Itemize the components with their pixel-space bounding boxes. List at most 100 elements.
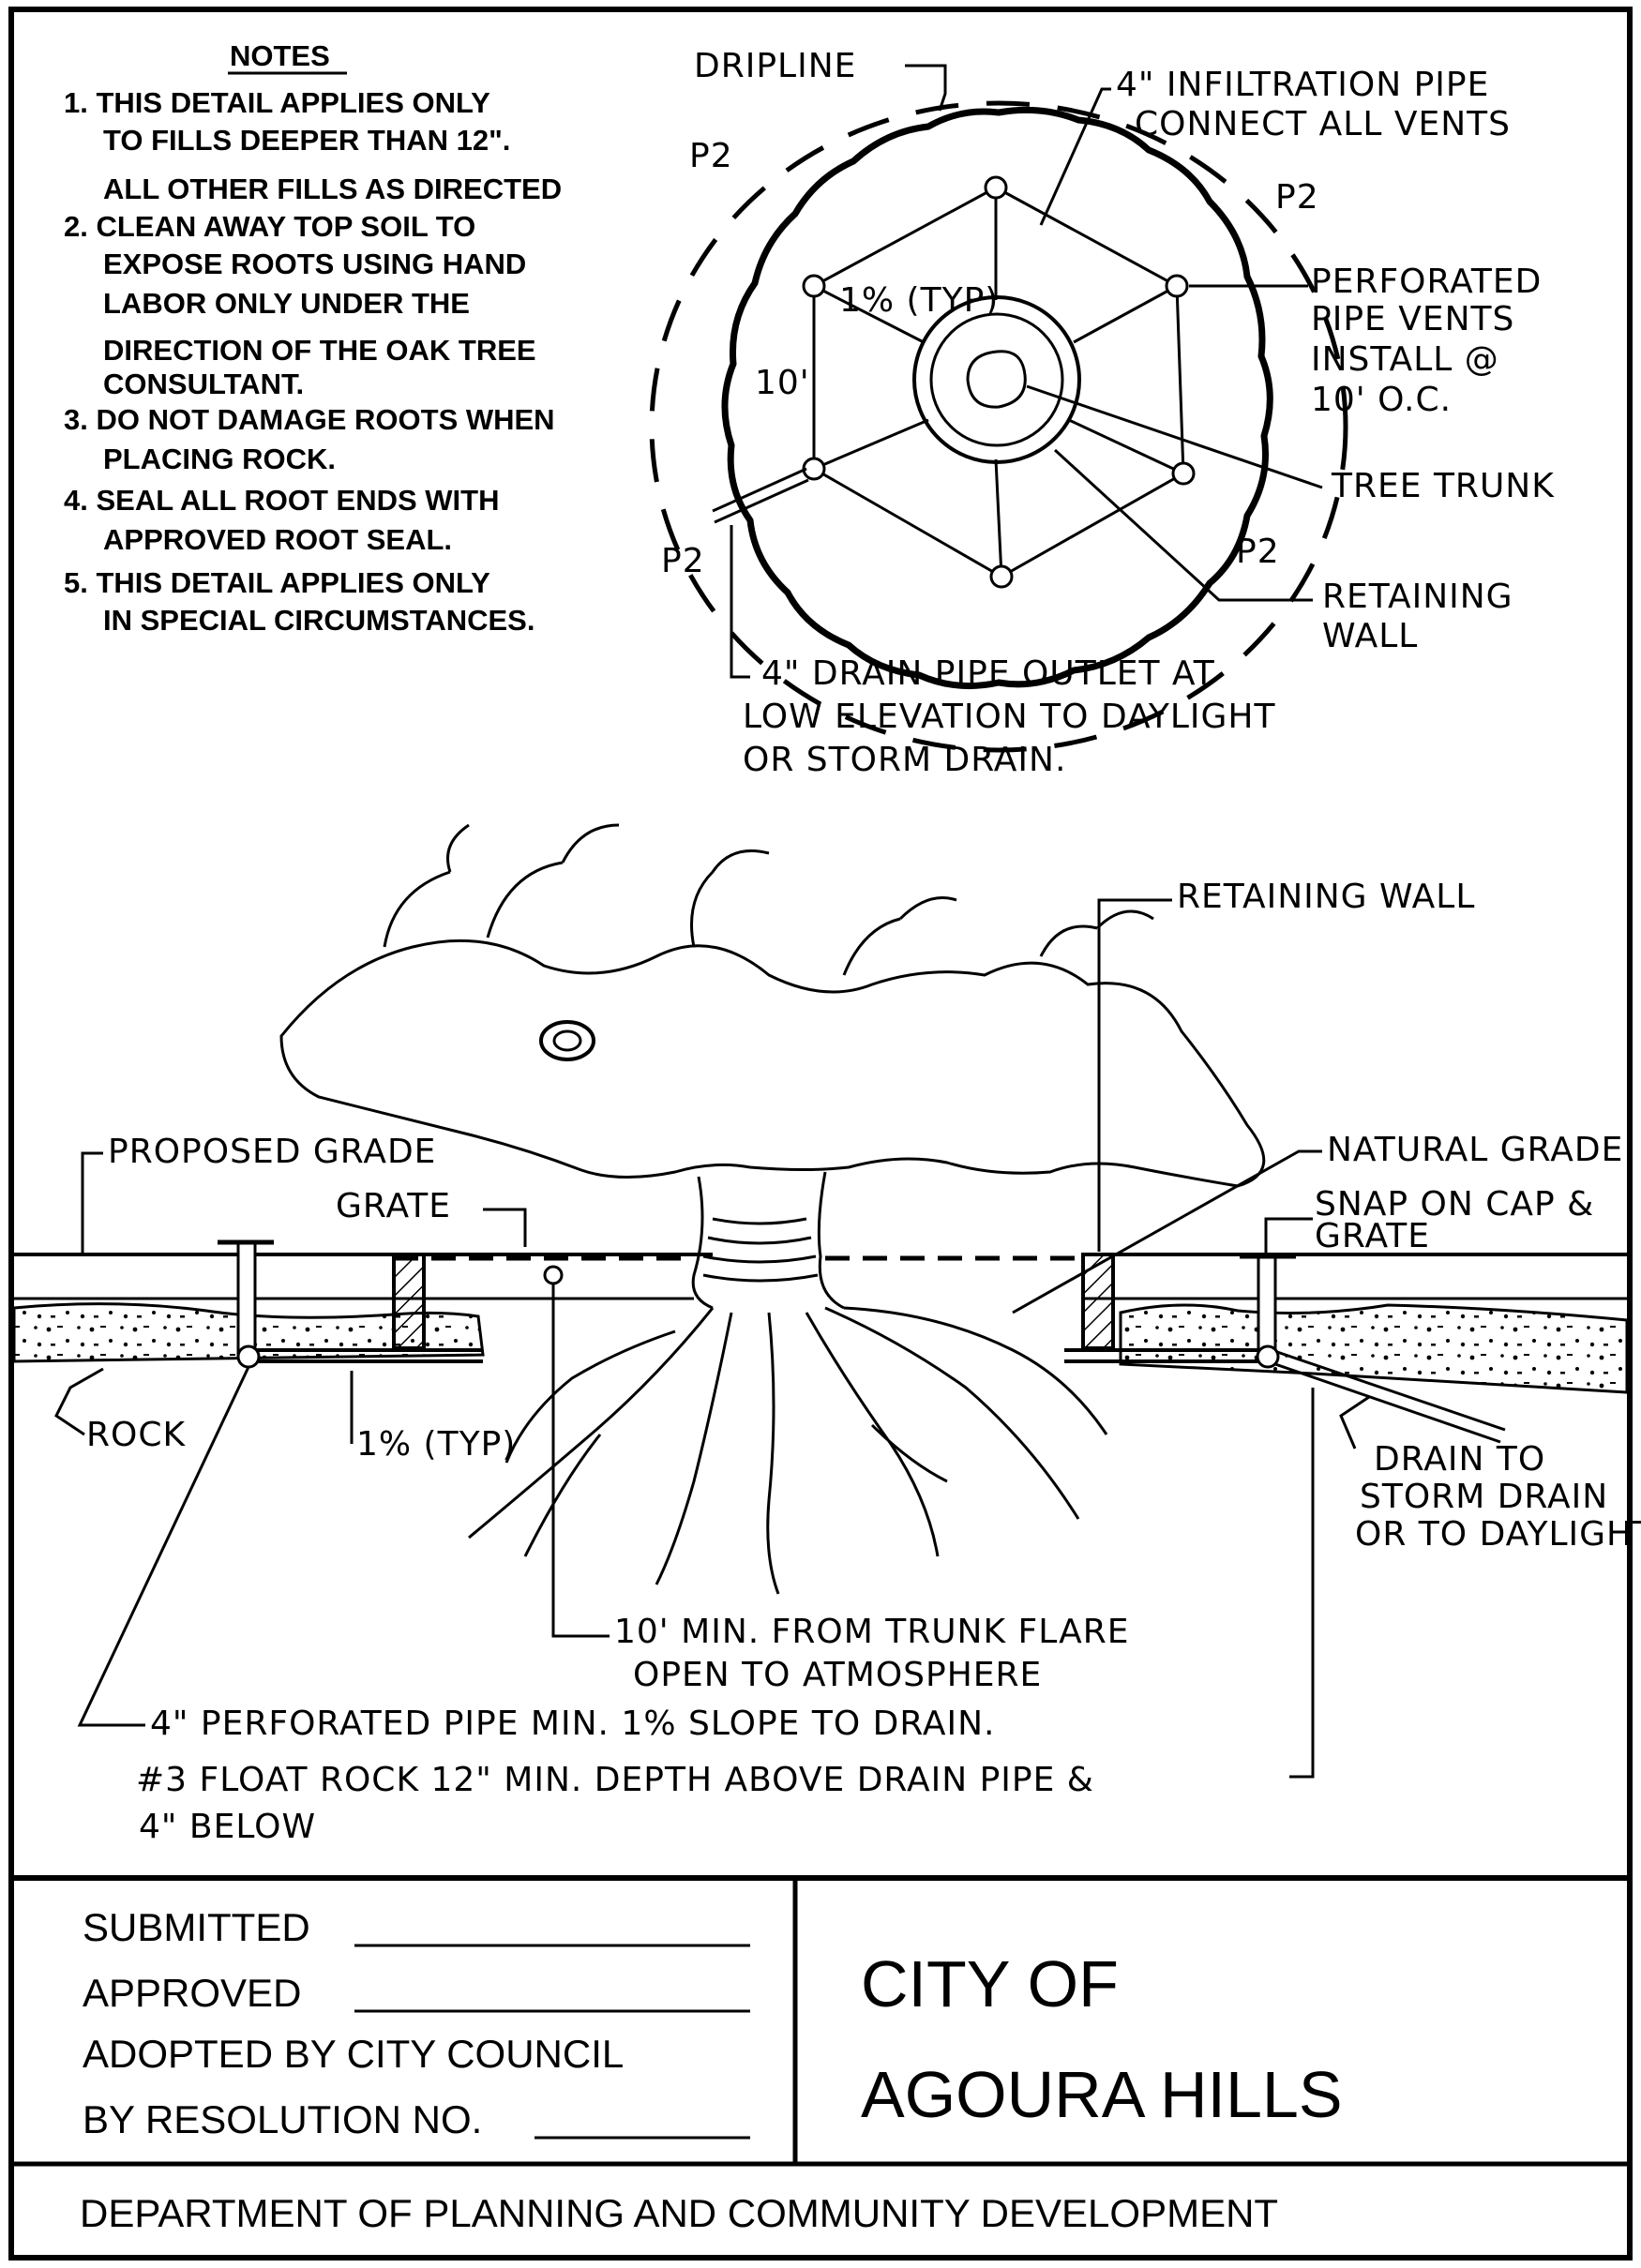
tree-branches — [383, 823, 1154, 976]
retaining-wall-inner — [929, 312, 1064, 447]
leader-natural-grade — [1012, 1149, 1322, 1314]
vent-circle — [984, 175, 1008, 200]
leader-trunk — [1026, 384, 1323, 489]
drain-label-3: OR TO DAYLIGHT — [1355, 1515, 1641, 1554]
notes-block: NOTES 1. THIS DETAIL APPLIES ONLY TO FIL… — [64, 39, 562, 637]
trunk-label: TREE TRUNK — [1331, 467, 1555, 505]
leader-float-rock — [1289, 1388, 1315, 1779]
vents-label-4: 10' O.C. — [1311, 381, 1452, 419]
department-label: DEPARTMENT OF PLANNING AND COMMUNITY DEV… — [80, 2191, 1278, 2235]
atmosphere-vent — [543, 1265, 564, 1285]
vent-circle — [802, 274, 826, 298]
vent-circle — [802, 457, 826, 481]
grate-label: GRATE — [336, 1187, 451, 1225]
approved-label: APPROVED — [83, 1971, 301, 2015]
note-line-13: 5. THIS DETAIL APPLIES ONLY — [64, 566, 490, 599]
vent-circle — [1165, 274, 1189, 298]
sheet-border — [8, 7, 1633, 2260]
infiltration-label-1: 4" INFILTRATION PIPE — [1116, 66, 1489, 104]
notes-title: NOTES — [230, 39, 330, 72]
leader-wall — [1053, 448, 1313, 602]
note-line-2: TO FILLS DEEPER THAN 12". — [103, 124, 510, 157]
tree-knot-inner — [552, 1029, 582, 1052]
proposed-grade-label: PROPOSED GRADE — [108, 1133, 436, 1171]
infiltration-label-2: CONNECT ALL VENTS — [1135, 105, 1511, 143]
note-line-10: PLACING ROCK. — [103, 443, 336, 475]
vents-label-2: PIPE VENTS — [1311, 300, 1514, 338]
submitted-label: SUBMITTED — [83, 1905, 310, 1949]
infiltration-pipe-ring — [721, 106, 1273, 690]
p2-label-bottom-right: P2 — [1236, 533, 1280, 571]
note-line-1: 1. THIS DETAIL APPLIES ONLY — [64, 86, 490, 119]
outlet-label-3: OR STORM DRAIN. — [743, 741, 1066, 779]
leader-snap-cap — [1264, 1217, 1313, 1253]
note-line-14: IN SPECIAL CIRCUMSTANCES. — [103, 604, 534, 637]
note-line-4: 2. CLEAN AWAY TOP SOIL TO — [64, 210, 475, 243]
leader-grate — [483, 1208, 527, 1247]
trunk-hatching — [702, 1217, 819, 1283]
leader-dripline — [905, 64, 947, 112]
rock-label: ROCK — [86, 1416, 186, 1454]
note-line-9: 3. DO NOT DAMAGE ROOTS WHEN — [64, 403, 555, 436]
leader-10-min — [551, 1284, 610, 1638]
tree-trunk-section — [691, 1171, 845, 1310]
adopted-label-2: BY RESOLUTION NO. — [83, 2097, 482, 2141]
p2-label-top-right: P2 — [1275, 178, 1319, 217]
vent-circle — [989, 564, 1014, 589]
outlet-pipe — [714, 478, 809, 524]
vent-pipe-left — [236, 1240, 257, 1357]
spoke — [813, 284, 925, 344]
vents-label-3: INSTALL @ — [1311, 340, 1499, 379]
note-line-11: 4. SEAL ALL ROOT ENDS WITH — [64, 484, 499, 517]
leader-retaining-wall — [1097, 898, 1172, 1252]
spoke — [813, 418, 929, 471]
drain-pipe-left — [236, 1344, 261, 1369]
spoke — [1073, 284, 1178, 344]
wall-label-2: WALL — [1322, 617, 1418, 655]
vent-pipe-right — [1257, 1254, 1277, 1357]
drain-outlet-pipe — [1276, 1350, 1506, 1432]
rock-layer-right — [1119, 1303, 1629, 1394]
float-rock-label-2: 4" BELOW — [139, 1808, 316, 1846]
retaining-wall-left — [392, 1253, 426, 1350]
note-line-6: LABOR ONLY UNDER THE — [103, 287, 470, 320]
adopted-label-1: ADOPTED BY CITY COUNCIL — [83, 2032, 624, 2076]
note-line-8: CONSULTANT. — [103, 368, 304, 400]
tree-roots — [468, 1306, 1108, 1595]
note-line-12: APPROVED ROOT SEAL. — [103, 523, 452, 556]
tree-knot — [539, 1020, 595, 1061]
perforated-pipe-label: 4" PERFORATED PIPE MIN. 1% SLOPE TO DRAI… — [150, 1705, 996, 1743]
note-line-3: ALL OTHER FILLS AS DIRECTED — [103, 173, 562, 205]
drain-label-2: STORM DRAIN — [1360, 1478, 1608, 1516]
tree-canopy — [279, 939, 1266, 1188]
leader-drain — [1339, 1395, 1370, 1449]
plan-view: DRIPLINE 4" INFILTRATION PIPE CONNECT AL… — [649, 47, 1555, 779]
leader-perforated-pipe — [77, 1366, 250, 1727]
outlet-label-1: 4" DRAIN PIPE OUTLET AT — [761, 654, 1215, 693]
note-line-5: EXPOSE ROOTS USING HAND — [103, 248, 526, 280]
tree-trunk-plan — [966, 350, 1027, 409]
drain-outlet-pipe — [1274, 1362, 1501, 1444]
city-label-1: CITY OF — [861, 1947, 1119, 2020]
leader-proposed-grade — [81, 1151, 103, 1253]
dripline-circle — [649, 100, 1348, 753]
spacing-label: 10' — [755, 364, 810, 402]
natural-grade-label: NATURAL GRADE — [1327, 1131, 1623, 1169]
outlet-pipe — [712, 467, 807, 513]
vent-circle — [1171, 461, 1196, 486]
spoke — [994, 458, 1003, 578]
title-block: SUBMITTED APPROVED ADOPTED BY CITY COUNC… — [11, 1875, 1630, 2235]
drain-label-1: DRAIN TO — [1374, 1440, 1545, 1479]
dripline-label: DRIPLINE — [694, 47, 856, 85]
leader-infiltration — [1039, 87, 1111, 226]
drain-pipe-right — [1256, 1344, 1280, 1369]
section-view: RETAINING WALL PROPOSED GRADE GRATE NATU… — [12, 823, 1641, 1846]
min-distance-label-2: OPEN TO ATMOSPHERE — [633, 1656, 1042, 1694]
retaining-wall-outer — [912, 295, 1081, 464]
spoke — [1068, 418, 1184, 475]
snap-cap-label-2: GRATE — [1315, 1217, 1430, 1255]
min-distance-label-1: 10' MIN. FROM TRUNK FLARE — [614, 1613, 1130, 1651]
city-label-2: AGOURA HILLS — [861, 2058, 1343, 2131]
leader-rock — [54, 1367, 104, 1436]
